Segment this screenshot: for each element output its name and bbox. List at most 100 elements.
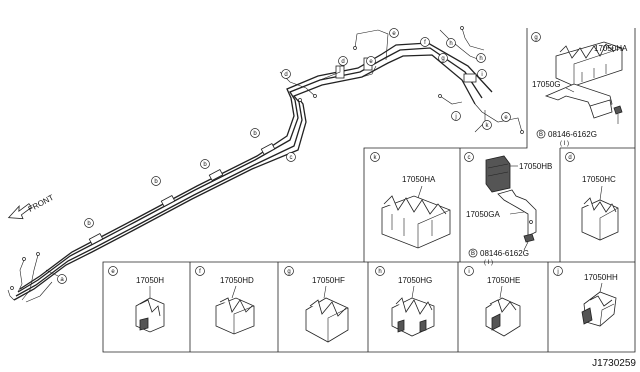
clip-17050hf-illustration <box>305 297 349 343</box>
clip-17050h-illustration <box>135 297 165 333</box>
svg-text:h: h <box>378 269 381 275</box>
callout-c: c <box>286 152 296 162</box>
svg-text:( I ): ( I ) <box>484 260 493 266</box>
svg-text:d: d <box>568 155 571 161</box>
svg-text:h: h <box>479 56 482 62</box>
panel-g-bottom: g 17050HF <box>284 266 349 343</box>
svg-text:d: d <box>284 72 287 78</box>
svg-text:c: c <box>468 155 471 161</box>
callout-j: j <box>451 111 461 121</box>
front-label: FRONT <box>27 193 56 214</box>
svg-text:e: e <box>392 31 396 37</box>
svg-text:b: b <box>154 179 158 185</box>
callout-b-3: b <box>200 159 210 169</box>
bolt-b-icon <box>536 129 546 139</box>
panel-c: c 17050HB 17050GA B 08146-6162G ( I ) <box>464 152 552 266</box>
callout-h: h <box>446 38 456 48</box>
svg-text:17050HF: 17050HF <box>312 276 345 285</box>
callout-f: f <box>420 37 430 47</box>
bracket-17050ga-illustration <box>497 189 537 237</box>
panel-h: h 17050HG <box>375 266 435 337</box>
svg-text:j: j <box>454 114 456 120</box>
panel-j: j 17050HH <box>553 266 618 327</box>
panel-f: f 17050HD <box>195 266 255 335</box>
svg-text:17050HH: 17050HH <box>584 273 618 282</box>
svg-text:f: f <box>199 269 201 275</box>
tube-front-end <box>7 26 524 303</box>
svg-text:c: c <box>290 155 293 161</box>
callout-b-4: b <box>250 128 260 138</box>
tube-bundle-lower <box>13 42 493 301</box>
svg-text:17050HB: 17050HB <box>519 162 552 171</box>
svg-text:17050HA: 17050HA <box>594 44 628 53</box>
callout-a: a <box>45 269 67 284</box>
svg-text:d: d <box>341 59 344 65</box>
svg-text:08146-6162G: 08146-6162G <box>480 249 529 258</box>
clip-17050ha-k-illustration <box>381 195 451 249</box>
bolt-b-icon-c <box>468 248 478 258</box>
svg-text:b: b <box>203 162 207 168</box>
panel-k: k 17050HA <box>370 152 451 249</box>
clip-17050hh-illustration <box>581 291 617 327</box>
panel-d: d 17050HC <box>565 152 619 241</box>
callout-e-2: e <box>366 56 376 66</box>
svg-text:B: B <box>471 251 475 257</box>
callout-g-main: g <box>438 53 448 63</box>
svg-text:17050H: 17050H <box>136 276 164 285</box>
svg-text:g: g <box>534 35 537 41</box>
svg-text:g: g <box>441 56 444 62</box>
callout-b-1: b <box>84 218 94 228</box>
svg-text:a: a <box>60 277 64 283</box>
panel-e: e 17050H <box>108 266 165 333</box>
svg-text:e: e <box>369 59 373 65</box>
callout-d-2: d <box>338 56 348 66</box>
svg-text:17050HA: 17050HA <box>402 175 436 184</box>
svg-text:g: g <box>287 269 290 275</box>
svg-text:17050HD: 17050HD <box>220 276 254 285</box>
svg-text:i: i <box>468 269 469 275</box>
diagram-code: J1730259 <box>592 358 636 369</box>
clip-17050hb-illustration <box>485 155 511 193</box>
panel-g-top: g 17050HA 17050G B 08146-6162G ( I ) <box>531 32 628 147</box>
callout-k: k <box>482 120 492 130</box>
panel-i: i 17050HE <box>464 266 521 337</box>
callout-h-2: h <box>476 53 486 63</box>
svg-text:b: b <box>87 221 91 227</box>
callout-e-1: e <box>389 28 399 38</box>
fuel-tube-routing <box>7 26 524 303</box>
svg-text:k: k <box>486 123 490 129</box>
svg-text:17050GA: 17050GA <box>466 210 500 219</box>
front-direction-indicator: FRONT <box>7 193 56 220</box>
bracket-17050g-illustration <box>544 83 613 119</box>
svg-text:17050HC: 17050HC <box>582 175 616 184</box>
bolt-illustration <box>613 105 623 124</box>
callout-i: i <box>477 69 487 79</box>
svg-text:17050G: 17050G <box>532 80 560 89</box>
main-callouts: a b b b b c d d <box>45 28 511 284</box>
svg-text:k: k <box>374 155 378 161</box>
svg-text:17050HG: 17050HG <box>398 276 432 285</box>
panel-frames <box>102 28 636 353</box>
front-arrow-icon <box>7 203 33 220</box>
bolt-c-illustration <box>523 233 535 251</box>
clip-17050ha-illustration <box>555 41 623 87</box>
svg-text:e: e <box>504 115 508 121</box>
tube-upper-branch <box>279 27 523 133</box>
svg-text:f: f <box>424 40 426 46</box>
svg-text:b: b <box>253 131 257 137</box>
svg-text:i: i <box>481 72 482 78</box>
svg-text:( I ): ( I ) <box>560 141 569 147</box>
callout-b-2: b <box>151 176 161 186</box>
svg-text:j: j <box>556 269 558 275</box>
clip-17050hd-illustration <box>215 297 255 335</box>
clip-17050hc-illustration <box>581 197 619 241</box>
clip-17050hg-illustration <box>391 297 435 337</box>
svg-text:e: e <box>111 269 115 275</box>
svg-text:h: h <box>449 41 452 47</box>
callout-d-1: d <box>281 69 291 79</box>
svg-text:08146-6162G: 08146-6162G <box>548 130 597 139</box>
svg-text:B: B <box>539 132 543 138</box>
clip-17050he-illustration <box>485 297 521 337</box>
callout-e-3: e <box>501 112 511 122</box>
